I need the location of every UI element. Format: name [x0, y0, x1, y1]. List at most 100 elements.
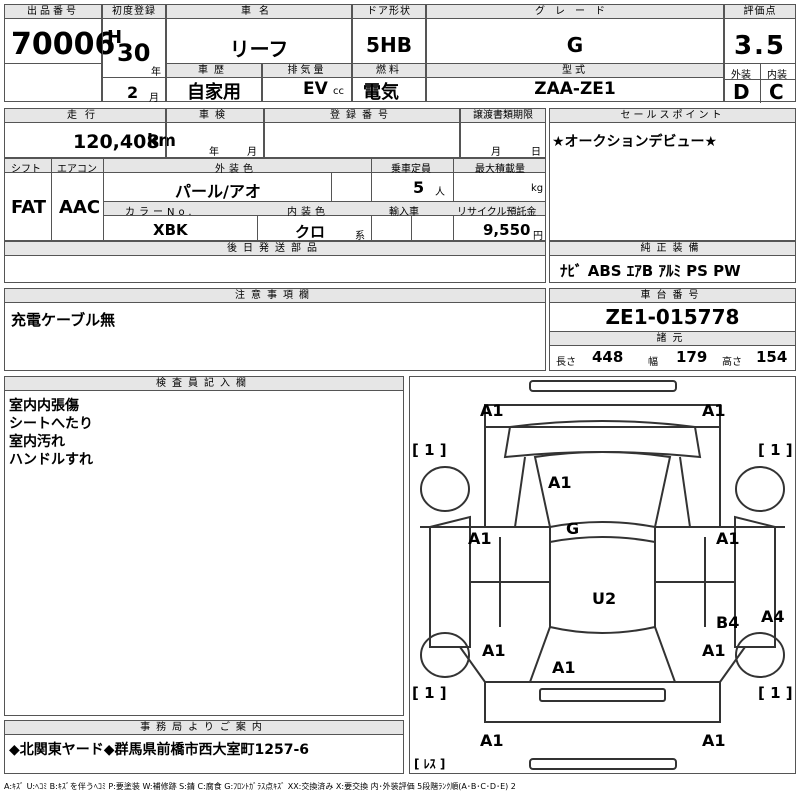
office-note: ◆北関東ヤード◆群馬県前橋市西大室町1257-6 — [9, 742, 310, 758]
int-color-label: 内装色 — [287, 207, 329, 218]
mileage: 120,408 — [73, 131, 160, 153]
damage-mark: A1 — [468, 529, 492, 548]
notes: 充電ケーブル無 — [11, 311, 116, 329]
shift-label: シフト — [11, 164, 41, 175]
cc-unit: cc — [333, 86, 344, 97]
car-outline-diagram — [420, 380, 785, 770]
lot-label: 出品番号 — [5, 5, 101, 19]
ac-label: エアコン — [57, 164, 97, 175]
insp-year-unit: 年 — [209, 147, 219, 158]
recycle: 9,550 — [483, 221, 531, 239]
equipment-box: 純正装備 ﾅﾋﾞ ABS ｴｱB ｱﾙﾐ PS PW — [549, 241, 796, 283]
damage-mark: A1 — [482, 641, 506, 660]
grade: G — [566, 33, 584, 57]
fuel: 電気 — [363, 82, 399, 103]
spare-tire-mark: [ ﾚｽ ] — [414, 757, 446, 771]
transfer-box: 譲渡書類期限 月 日 — [460, 108, 546, 158]
sales-point: ★オークションデビュー★ — [552, 134, 718, 150]
damage-mark: U2 — [592, 589, 617, 608]
inspection-box: 車検 年 月 — [166, 108, 264, 158]
tire-mark: [ 1 ] — [412, 441, 447, 459]
capacity: 5 — [413, 178, 425, 197]
kg-unit: kg — [531, 183, 544, 194]
load-label: 最大積載量 — [475, 164, 525, 175]
displacement: EV — [303, 79, 328, 99]
inspector-label: 検査員記入欄 — [5, 377, 403, 391]
damage-mark: A1 — [702, 731, 726, 750]
door-type: 5HB — [366, 33, 412, 57]
damage-mark: A4 — [761, 607, 785, 626]
fuel-label: 燃料 — [353, 64, 425, 78]
history-box: 車歴 自家用 — [166, 63, 262, 103]
legend: A:ｷｽﾞ U:ﾍｺﾐ B:ｷｽﾞを伴うﾍｺﾐ P:要塗装 W:補修跡 S:錆 … — [4, 782, 516, 791]
chassis-box: 車台番号 ZE1-015778 諸元 長さ 448 幅 179 高さ 154 — [549, 288, 796, 371]
reg-no-label: 登録番号 — [265, 109, 459, 123]
inspector-note-2: シートへたり — [9, 416, 93, 432]
inspector-note-1: 室内内張傷 — [9, 398, 79, 414]
damage-mark: G — [566, 519, 580, 538]
month-unit: 月 — [149, 93, 159, 104]
color-no: XBK — [153, 221, 188, 239]
office-box: 事務局よりご案内 ◆北関東ヤード◆群馬県前橋市西大室町1257-6 — [4, 720, 404, 774]
inspector-note-4: ハンドルすれ — [9, 452, 93, 468]
model-label: 型式 — [427, 64, 723, 78]
model-box: 型式 ZAA-ZE1 — [426, 63, 724, 102]
damage-mark: A1 — [480, 731, 504, 750]
dims-label: 諸元 — [550, 331, 795, 346]
tire-mark: [ 1 ] — [412, 684, 447, 702]
damage-mark: B4 — [716, 613, 740, 632]
mileage-label: 走行 — [5, 109, 165, 123]
wid-label: 幅 — [648, 357, 658, 368]
damage-mark: A1 — [716, 529, 740, 548]
shift: FAT — [11, 197, 47, 218]
first-reg-box: 初度登録 H 30 年 2 月 — [102, 4, 166, 104]
km-unit: km — [147, 131, 177, 151]
car-name: リーフ — [229, 37, 289, 61]
fuel-box: 燃料 電気 — [352, 63, 426, 103]
color-no-label: カラーNo. — [125, 207, 196, 218]
chassis-number: ZE1-015778 — [605, 305, 740, 329]
hgt-label: 高さ — [722, 357, 742, 368]
interior-grade: C — [769, 80, 784, 104]
inspector-note-3: 室内汚れ — [9, 434, 65, 450]
sales-box: セールスポイント ★オークションデビュー★ — [549, 108, 796, 241]
door-box: ドア形状 5HB — [352, 4, 426, 64]
equipment: ﾅﾋﾞ ABS ｴｱB ｱﾙﾐ PS PW — [560, 262, 741, 280]
transfer-day: 日 — [531, 147, 541, 158]
office-label: 事務局よりご案内 — [5, 721, 403, 735]
tire-mark: [ 1 ] — [758, 441, 793, 459]
later-parts-box: 後日発送部品 — [4, 241, 546, 283]
length: 448 — [592, 348, 624, 366]
score-label: 評価点 — [725, 5, 795, 19]
ext-color-label: 外装色 — [215, 164, 257, 175]
ext-color: パール/アオ — [175, 182, 261, 201]
later-parts-label: 後日発送部品 — [5, 242, 545, 256]
chassis-label: 車台番号 — [550, 289, 795, 303]
damage-diagram: A1 A1 A1 G A1 A1 U2 B4 A4 A1 A1 A1 A1 A1… — [409, 376, 796, 774]
width: 179 — [676, 348, 708, 366]
int-color: クロ — [295, 223, 326, 241]
kei-unit: 系 — [355, 231, 365, 242]
history-label: 車歴 — [167, 64, 261, 78]
reg-month: 2 — [127, 83, 139, 102]
car-name-label: 車名 — [167, 5, 351, 19]
transfer-label: 譲渡書類期限 — [461, 109, 545, 123]
notes-box: 注意事項欄 充電ケーブル無 — [4, 288, 546, 371]
recycle-label: リサイクル預託金 — [457, 207, 537, 218]
score: 3.5 — [733, 31, 787, 61]
len-label: 長さ — [556, 357, 576, 368]
reg-no-box: 登録番号 — [264, 108, 460, 158]
year-unit: 年 — [151, 67, 161, 78]
equipment-label: 純正装備 — [550, 242, 795, 256]
notes-label: 注意事項欄 — [5, 289, 545, 303]
insp-month-unit: 月 — [247, 147, 257, 158]
history: 自家用 — [187, 82, 241, 103]
era: H — [107, 27, 123, 48]
car-name-box: 車名 リーフ — [166, 4, 352, 64]
exterior-label: 外装 — [731, 70, 751, 81]
height: 154 — [756, 348, 788, 366]
mileage-box: 走行 120,408 km — [4, 108, 176, 158]
damage-mark: A1 — [480, 401, 504, 420]
grade-label: グレード — [427, 5, 723, 19]
lot-number: 70006 — [11, 27, 116, 62]
